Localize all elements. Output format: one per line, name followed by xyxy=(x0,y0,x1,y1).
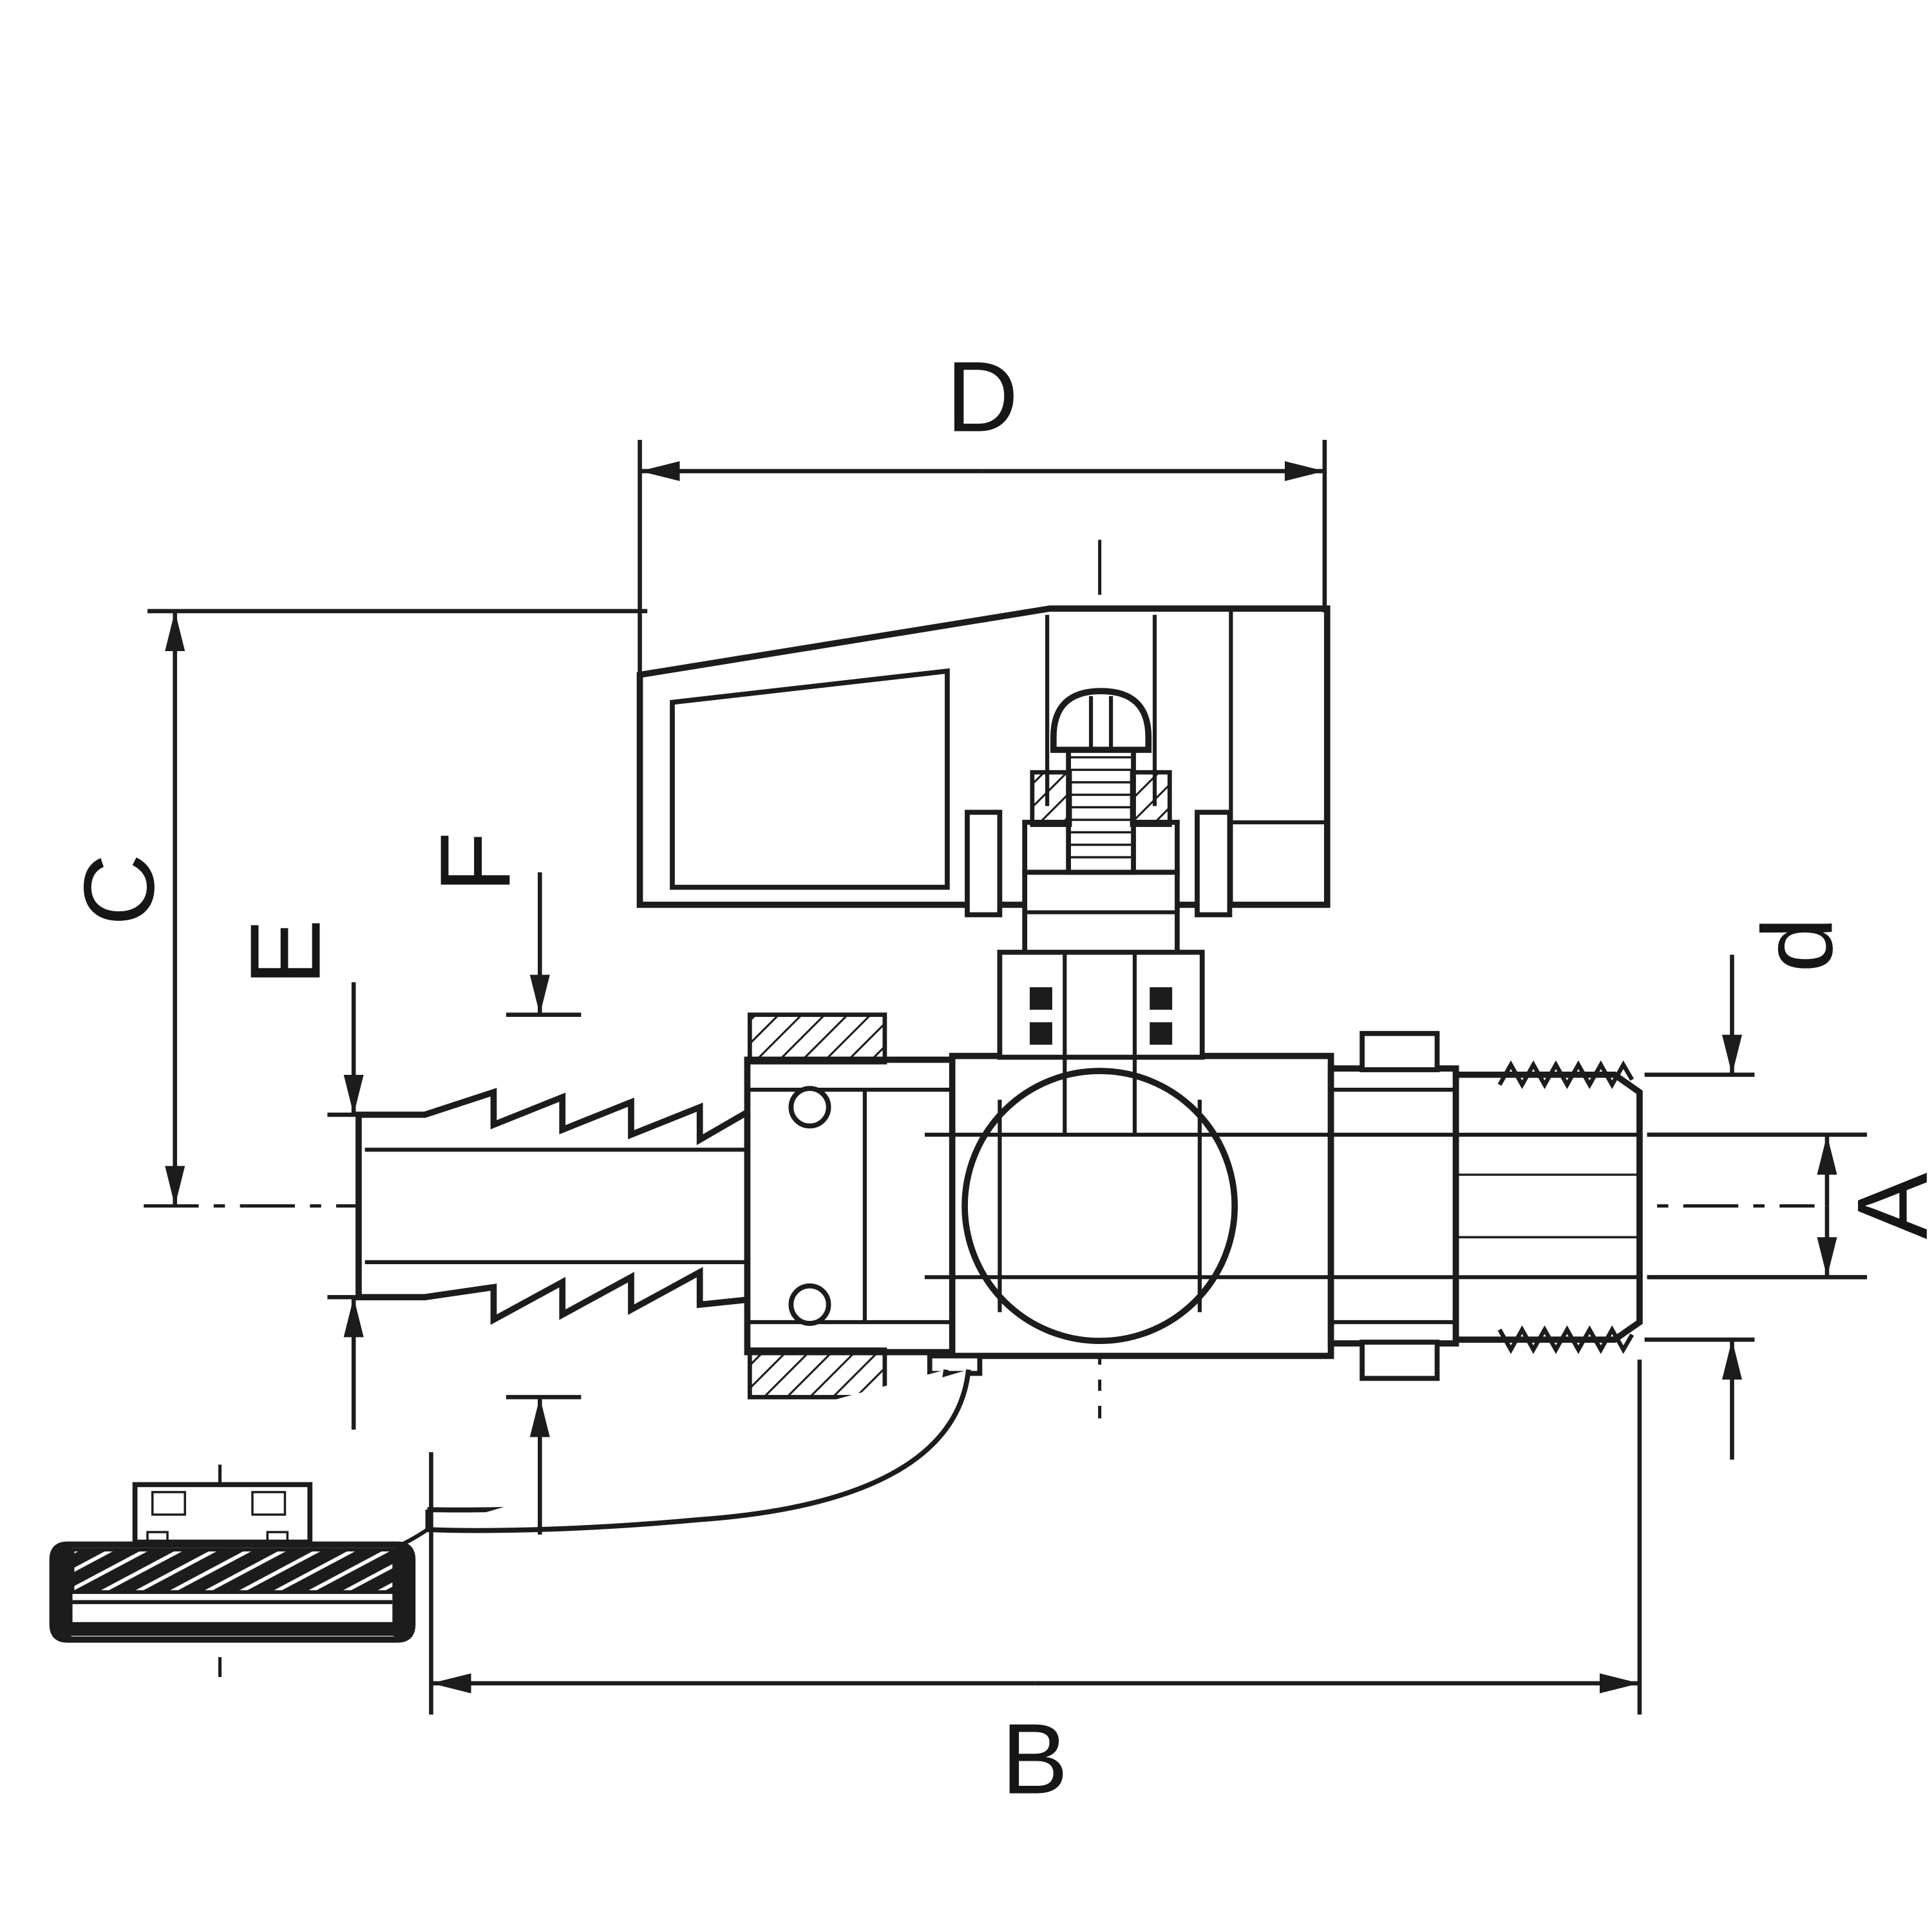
dimension-D: D xyxy=(638,340,1327,685)
dimension-A: A xyxy=(1647,1132,1932,1280)
dim-label-C: C xyxy=(62,854,175,926)
male-thread-connector xyxy=(1327,1030,1643,1381)
clip-tab-top xyxy=(1359,1030,1440,1072)
drain-boss xyxy=(927,1353,983,1376)
dim-label-B: B xyxy=(1001,1703,1068,1815)
nut-knurl-bottom xyxy=(747,1347,887,1399)
handle-lever xyxy=(636,605,1331,918)
dim-label-F: F xyxy=(419,832,531,893)
thread-crests-bottom xyxy=(1497,1325,1634,1354)
dim-label-d: d xyxy=(1741,917,1853,972)
flow-bore xyxy=(924,1132,1640,1280)
stem-nut-left xyxy=(1030,770,1072,828)
stem-nut-right xyxy=(1130,770,1172,828)
dimension-F: F xyxy=(419,832,582,1535)
union-nut xyxy=(744,1012,961,1399)
handle-prong-right xyxy=(1195,810,1233,918)
stem-shank xyxy=(1066,744,1136,875)
packing-ring xyxy=(1029,1022,1052,1045)
screw-slot xyxy=(1088,696,1113,750)
dim-label-E: E xyxy=(229,919,341,986)
dimension-B: B xyxy=(429,1359,1642,1815)
o-ring-top xyxy=(788,1086,831,1129)
clip-tab-bottom xyxy=(1359,1340,1440,1381)
packing-ring xyxy=(1150,1022,1173,1045)
handle-panel xyxy=(670,668,950,890)
dust-cap xyxy=(49,1482,416,1643)
handle-prong-left xyxy=(965,810,1003,918)
nut-knurl-top xyxy=(747,1012,887,1065)
bonnet-and-stem xyxy=(997,688,1205,1135)
ball xyxy=(961,1068,1238,1344)
dimension-E: E xyxy=(229,919,383,1430)
o-ring-bottom xyxy=(788,1283,831,1326)
packing-ring xyxy=(1150,987,1173,1010)
thread-crests-top xyxy=(1497,1060,1634,1090)
packing-ring xyxy=(1029,987,1052,1010)
lanyard-cord xyxy=(394,1369,971,1549)
cap-knurl-band xyxy=(70,1548,397,1595)
dim-label-D: D xyxy=(946,340,1018,452)
dimension-C: C xyxy=(62,609,648,1206)
dimension-d: d xyxy=(1644,917,1853,1460)
screw-head xyxy=(1050,688,1152,753)
cap-bracket xyxy=(132,1482,313,1545)
dim-label-A: A xyxy=(1836,1172,1932,1239)
